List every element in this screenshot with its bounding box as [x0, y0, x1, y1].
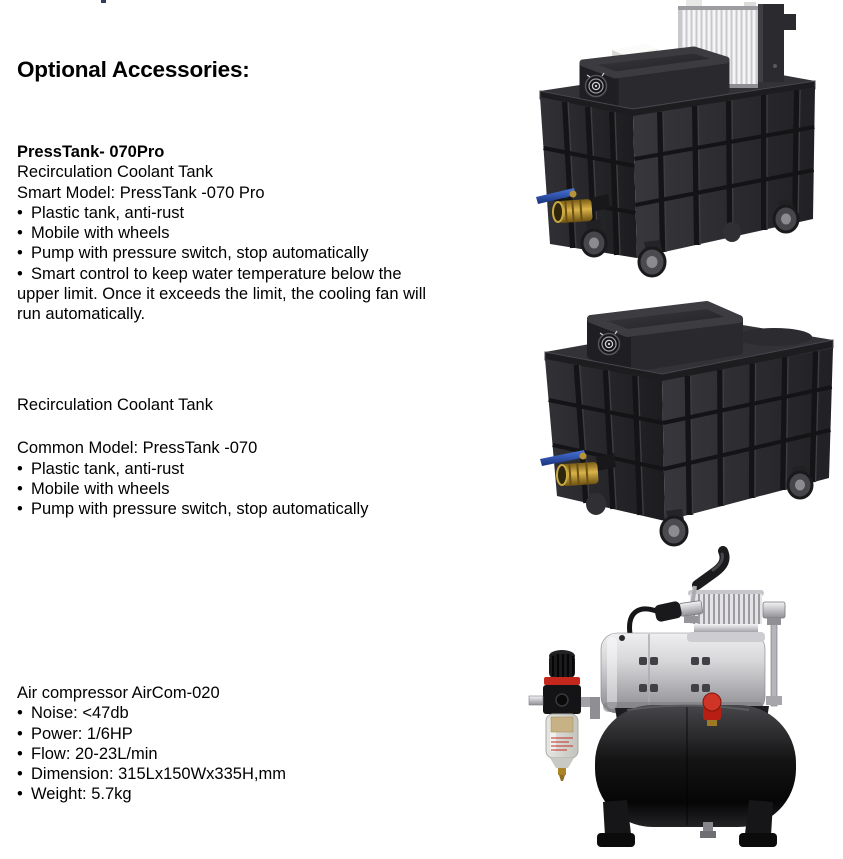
safety-valve	[702, 692, 722, 726]
bullet-item: • Flow: 20-23L/min	[17, 744, 441, 764]
bullet-item: • Mobile with wheels	[17, 479, 441, 499]
valve-handle	[536, 188, 576, 204]
bullet-text: Pump with pressure switch, stop automati…	[31, 500, 369, 519]
bullet-text: Plastic tank, anti-rust	[31, 203, 185, 222]
power-cable	[627, 606, 660, 635]
bullet-glyph: •	[17, 244, 23, 263]
cable-plug	[654, 601, 682, 622]
bullet-glyph: •	[17, 785, 23, 804]
bullet-glyph: •	[17, 203, 23, 222]
air-pipe	[762, 601, 786, 707]
product-title: Air compressor AirCom-020	[17, 684, 220, 702]
bullet-text: Dimension: 315Lx150Wx335H,mm	[31, 765, 286, 784]
smart-coolant-tank-image	[470, 0, 843, 290]
pump-cover-box	[587, 301, 743, 373]
section-presstank-070pro: PressTank- 070Pro Recirculation Coolant …	[17, 142, 441, 325]
product-subtitle: Recirculation Coolant Tank	[17, 396, 213, 414]
product-subtitle: Recirculation Coolant Tank	[17, 163, 213, 182]
page-title: Optional Accessories:	[17, 57, 250, 82]
bullet-item: • Pump with pressure switch, stop automat…	[17, 243, 441, 263]
common-coolant-tank-render	[540, 301, 834, 547]
bullet-item: • Pump with pressure switch, stop automat…	[17, 499, 441, 519]
tank-right-face	[633, 87, 815, 258]
bullet-text: Noise: <47db	[31, 704, 129, 723]
bullet-text: Smart control to keep water temperature …	[17, 264, 427, 324]
bullet-glyph: •	[17, 765, 23, 784]
bullet-glyph: •	[17, 724, 23, 743]
bullet-item: • Weight: 5.7kg	[17, 784, 441, 804]
fan-grille-icon	[597, 330, 621, 356]
regulator-red-band	[544, 677, 580, 685]
product-model: Common Model: PressTank -070	[17, 439, 258, 458]
spacer	[17, 415, 441, 438]
section-aircom-020: Air compressor AirCom-020 •Noise: <47db …	[17, 683, 441, 805]
bullet-item: •Smart control to keep water temperature…	[17, 264, 441, 325]
cylinder-head	[687, 590, 765, 642]
bullet-glyph: •	[17, 264, 23, 283]
valve-handle	[540, 450, 586, 466]
smart-coolant-tank-render	[536, 0, 816, 278]
bullet-glyph: •	[17, 224, 23, 243]
motor-body	[600, 632, 766, 714]
vent-slots	[639, 657, 710, 692]
bullet-text: Flow: 20-23L/min	[31, 744, 158, 763]
bullet-item: • Noise: <47db	[17, 703, 441, 723]
caster-wheels	[586, 465, 814, 547]
fan-grille-icon	[584, 72, 608, 98]
radiator-bracket	[758, 4, 796, 82]
bullet-text: Plastic tank, anti-rust	[31, 459, 185, 478]
bullet-glyph: •	[17, 479, 23, 498]
product-title: PressTank- 070Pro	[17, 143, 165, 161]
tank-rim	[539, 80, 816, 119]
bullet-text: Mobile with wheels	[31, 479, 170, 498]
bullet-item: • Plastic tank, anti-rust	[17, 459, 441, 479]
bullet-item: • Mobile with wheels	[17, 223, 441, 243]
drain-valve	[540, 450, 616, 486]
bullet-item: • Power: 1/6HP	[17, 724, 441, 744]
carry-handle	[679, 546, 730, 623]
bullet-glyph: •	[17, 459, 23, 478]
bullet-glyph: •	[17, 500, 23, 519]
bullet-text: Mobile with wheels	[31, 224, 170, 243]
section-presstank-070: Recirculation Coolant Tank Common Model:…	[17, 395, 441, 519]
bullet-text: Power: 1/6HP	[31, 724, 133, 743]
common-coolant-tank-image	[478, 295, 843, 547]
bullet-text: Pump with pressure switch, stop automati…	[31, 244, 369, 263]
bullet-item: • Dimension: 315Lx150Wx335H,mm	[17, 764, 441, 784]
caster-wheels	[580, 199, 800, 278]
bullet-item: • Plastic tank, anti-rust	[17, 203, 441, 223]
air-compressor-render	[528, 546, 796, 847]
product-model: Smart Model: PressTank -070 Pro	[17, 183, 265, 202]
tank-feet	[597, 800, 777, 847]
clipped-text-fragment	[101, 0, 106, 3]
pump-cover-box	[579, 46, 730, 116]
bullet-glyph: •	[17, 744, 23, 763]
filter-regulator	[528, 650, 600, 781]
air-compressor-image	[527, 546, 797, 851]
drain-valve	[536, 188, 610, 223]
bullet-glyph: •	[17, 704, 23, 723]
air-tank	[595, 704, 796, 827]
bullet-text: Weight: 5.7kg	[31, 785, 132, 804]
